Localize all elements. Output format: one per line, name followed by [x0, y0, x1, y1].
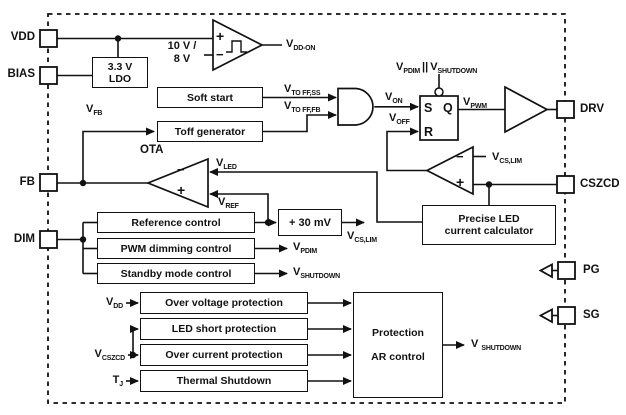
- pin-label-sg: SG: [583, 309, 600, 321]
- sg-arrow-icon: [538, 308, 553, 324]
- block-precise-led-calculator: Precise LED current calculator: [422, 205, 556, 245]
- block-soft-start: Soft start: [157, 87, 263, 108]
- block-protection-ar-control: Protection AR control: [353, 292, 443, 398]
- block-offset-30mv: + 30 mV: [278, 209, 342, 236]
- gate-driver-buffer: [504, 85, 549, 134]
- block-reference-control: Reference control: [97, 212, 255, 233]
- block-standby-mode-control: Standby mode control: [97, 263, 255, 284]
- block-over-current-protection: Over current protection: [140, 344, 308, 366]
- signal-vpdim-output: VPDIM: [293, 241, 318, 255]
- block-pwm-dimming-control: PWM dimming control: [97, 238, 255, 259]
- signal-von: VON: [385, 91, 403, 105]
- latch-s-input: S: [424, 101, 433, 115]
- signal-vref: VREF: [218, 196, 239, 210]
- block-led-short-protection: LED short protection: [140, 318, 308, 340]
- ota-amplifier: [145, 157, 209, 209]
- sr-latch: [419, 95, 459, 141]
- current-sense-comparator: [425, 145, 474, 196]
- ota-minus-icon: −: [177, 162, 185, 177]
- signal-vfb: VFB: [86, 103, 103, 117]
- signal-vcslim-comparator: VCS,LIM: [492, 151, 522, 165]
- block-over-voltage-protection: Over voltage protection: [140, 292, 308, 314]
- signal-vshutdown-protection: V SHUTDOWN: [471, 338, 522, 352]
- cs-comparator-minus-icon: −: [456, 149, 464, 164]
- label-vdd-threshold: 10 V / 8 V: [167, 40, 197, 65]
- pin-pads: [39, 29, 576, 325]
- ota-plus-icon: +: [177, 182, 186, 198]
- signal-vcslim-output: VCS,LIM: [347, 230, 377, 244]
- chip-boundary: [47, 13, 566, 404]
- signal-vdd-on: VDD-ON: [286, 38, 316, 52]
- signal-vcszcd-input: VCSZCD: [94, 348, 126, 362]
- pin-label-drv: DRV: [580, 103, 605, 115]
- signal-vdd-input: VDD: [105, 296, 123, 310]
- pin-label-pg: PG: [583, 264, 600, 276]
- pin-label-cszcd: CSZCD: [580, 178, 620, 190]
- pin-label-fb: FB: [19, 176, 35, 188]
- and-gate: [337, 87, 374, 126]
- signal-vtoff-fb: VTO FF,FB: [284, 100, 321, 114]
- signal-tj-input: TJ: [112, 374, 124, 388]
- block-thermal-shutdown: Thermal Shutdown: [140, 370, 308, 392]
- pin-label-vdd: VDD: [10, 31, 35, 43]
- latch-q-output: Q: [443, 101, 453, 115]
- signal-vpwm: VPWM: [463, 96, 487, 110]
- pg-arrow-icon: [538, 263, 553, 279]
- signal-voff: VOFF: [389, 112, 410, 126]
- hysteresis-icon: [226, 40, 247, 53]
- pin-label-dim: DIM: [13, 233, 35, 245]
- signal-latch-override: VPDIM||VSHUTDOWN: [396, 61, 478, 75]
- latch-r-input: R: [424, 125, 434, 139]
- wires: [57, 37, 558, 317]
- label-ota: OTA: [140, 144, 164, 156]
- block-toff-generator: Toff generator: [157, 121, 263, 142]
- pin-label-bias: BIAS: [7, 68, 35, 80]
- cs-comparator-plus-icon: +: [456, 174, 465, 190]
- signal-vshutdown-output: VSHUTDOWN: [293, 266, 340, 280]
- signal-vtoff-ss: VTO FF,SS: [284, 83, 321, 97]
- latch-inverting-bubble: [434, 87, 444, 97]
- vdd-comparator-plus-icon: +: [216, 28, 225, 44]
- arrow-wires: [82, 93, 465, 385]
- vdd-comparator: [212, 18, 264, 72]
- junction-dots: [79, 35, 493, 359]
- block-ldo: 3.3 V LDO: [92, 57, 148, 88]
- vdd-comparator-minus-icon: −: [216, 47, 224, 62]
- signal-vled: VLED: [216, 157, 237, 171]
